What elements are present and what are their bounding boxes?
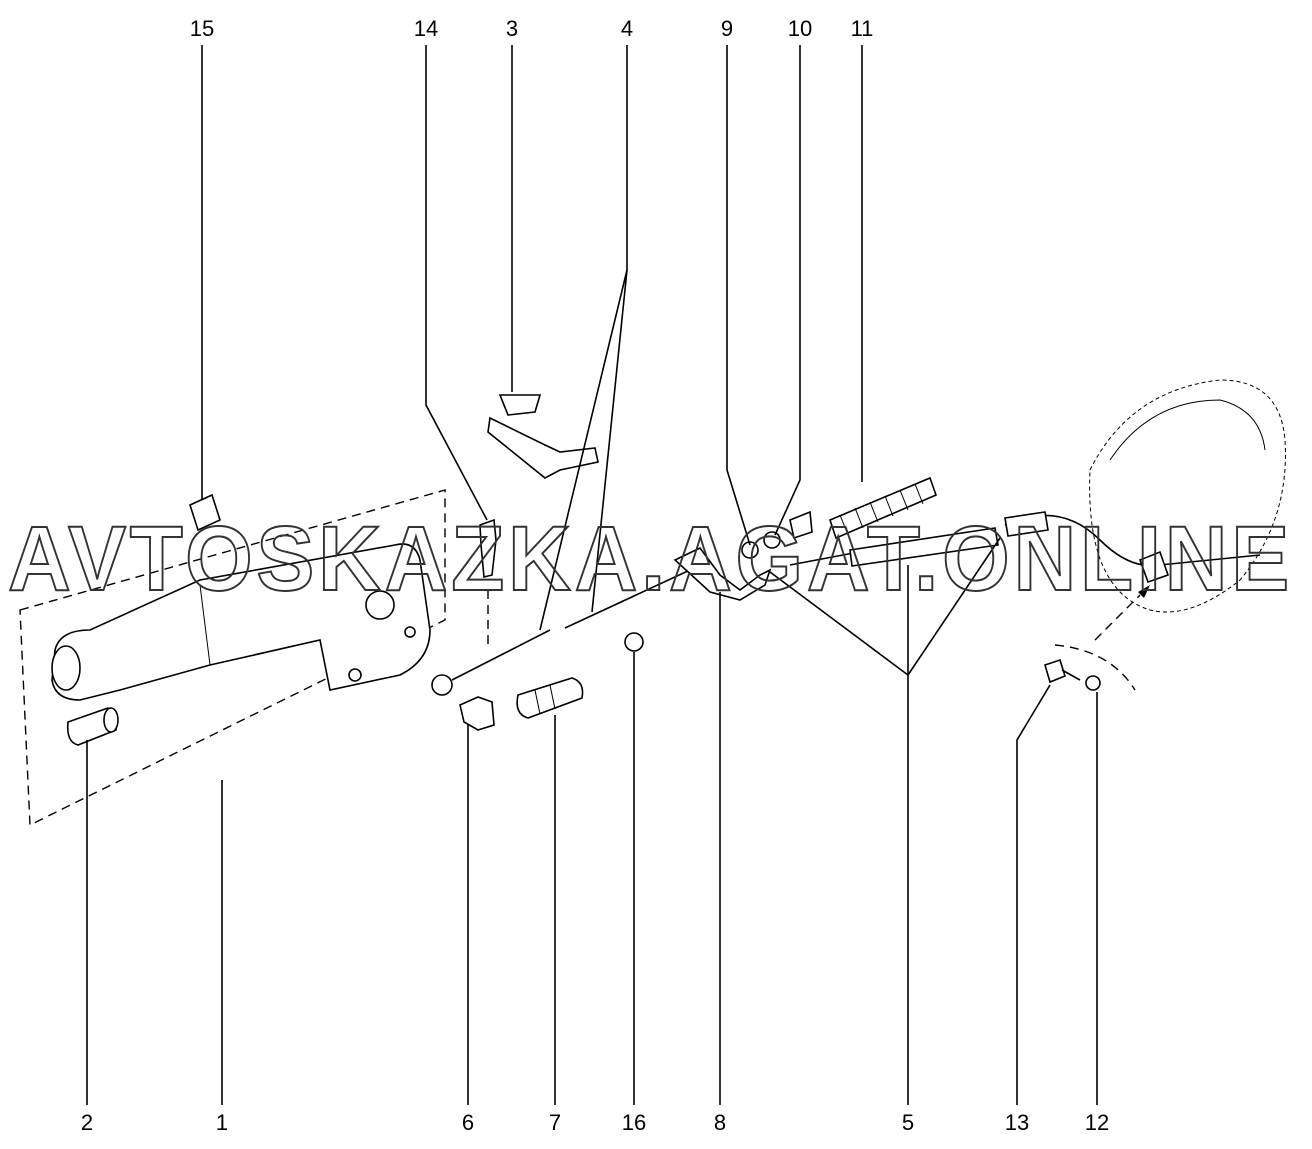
part-11-spring bbox=[829, 476, 938, 540]
part-7-boot bbox=[516, 677, 584, 719]
part-13-bolt bbox=[1044, 658, 1081, 684]
label-13: 13 bbox=[1005, 1110, 1029, 1135]
label-10: 10 bbox=[788, 16, 812, 41]
part-12-washer bbox=[1054, 585, 1150, 691]
part-15-clip bbox=[189, 493, 221, 532]
front-cable bbox=[431, 510, 813, 696]
leader-lines bbox=[86, 45, 1098, 1105]
handbrake-lever bbox=[51, 543, 431, 701]
part-2-cap bbox=[66, 707, 119, 746]
label-9: 9 bbox=[721, 16, 733, 41]
label-11: 11 bbox=[851, 16, 874, 41]
part-6-bushing bbox=[459, 696, 495, 731]
part-14-pin bbox=[479, 518, 497, 645]
assembly-box-1 bbox=[19, 489, 446, 827]
label-3: 3 bbox=[506, 16, 518, 41]
label-2: 2 bbox=[81, 1110, 93, 1135]
label-15: 15 bbox=[190, 16, 214, 41]
label-4: 4 bbox=[621, 16, 633, 41]
label-7: 7 bbox=[549, 1110, 561, 1135]
part-16-clip bbox=[624, 632, 644, 652]
brake-shield bbox=[1089, 379, 1286, 613]
label-6: 6 bbox=[462, 1110, 474, 1135]
part-3-plate bbox=[487, 394, 599, 479]
label-5: 5 bbox=[902, 1110, 914, 1135]
label-16: 16 bbox=[622, 1110, 646, 1135]
label-14: 14 bbox=[414, 16, 438, 41]
watermark: AVTOSKAZKA.AGAT.ONLINE bbox=[8, 508, 1293, 610]
label-12: 12 bbox=[1085, 1110, 1109, 1135]
label-1: 1 bbox=[216, 1110, 228, 1135]
label-8: 8 bbox=[714, 1110, 726, 1135]
